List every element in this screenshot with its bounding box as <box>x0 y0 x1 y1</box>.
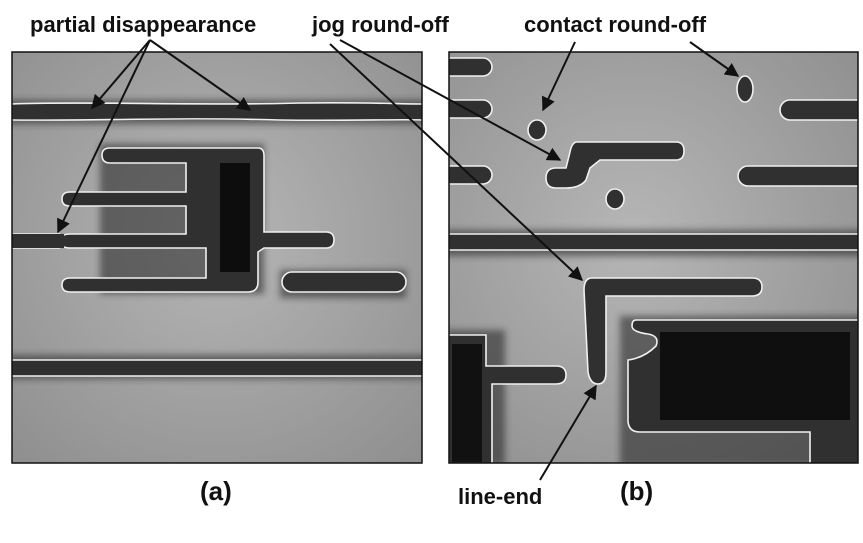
arrow-contact-2 <box>689 41 740 77</box>
arrow-contact-1 <box>542 41 576 112</box>
arrow-partial-3 <box>57 39 151 234</box>
arrow-partial-2 <box>149 39 252 111</box>
panel-b-frame <box>448 51 859 464</box>
arrow-line-end <box>539 384 597 481</box>
panel-b-contact-1 <box>527 119 547 141</box>
panel-b-contact-3 <box>605 188 625 210</box>
panel-b-jog-feature <box>545 141 685 189</box>
panel-b-line-end-feature <box>583 277 763 385</box>
panel-a-top-band <box>12 104 422 120</box>
label-jog-round-off: jog round-off <box>312 12 449 37</box>
arrow-jog <box>339 39 562 161</box>
label-contact-round-off: contact round-off <box>524 12 707 37</box>
panel-a-comb-structure <box>59 147 335 293</box>
arrow-jog-2 <box>329 43 584 281</box>
panel-a-bottom-band <box>12 360 422 376</box>
panel-a-right-line <box>281 271 407 293</box>
label-panel-b: (b) <box>620 476 654 506</box>
panel-a-frame <box>11 51 423 464</box>
label-partial-disappearance: partial disappearance <box>30 12 257 37</box>
panel-a <box>11 51 423 464</box>
panel-b <box>448 51 859 464</box>
arrow-partial-1 <box>91 39 151 110</box>
panel-b-contact-2 <box>736 75 754 103</box>
annotation-arrows <box>57 39 740 481</box>
label-panel-a: (a) <box>200 476 232 506</box>
label-line-end: line-end <box>458 484 543 509</box>
